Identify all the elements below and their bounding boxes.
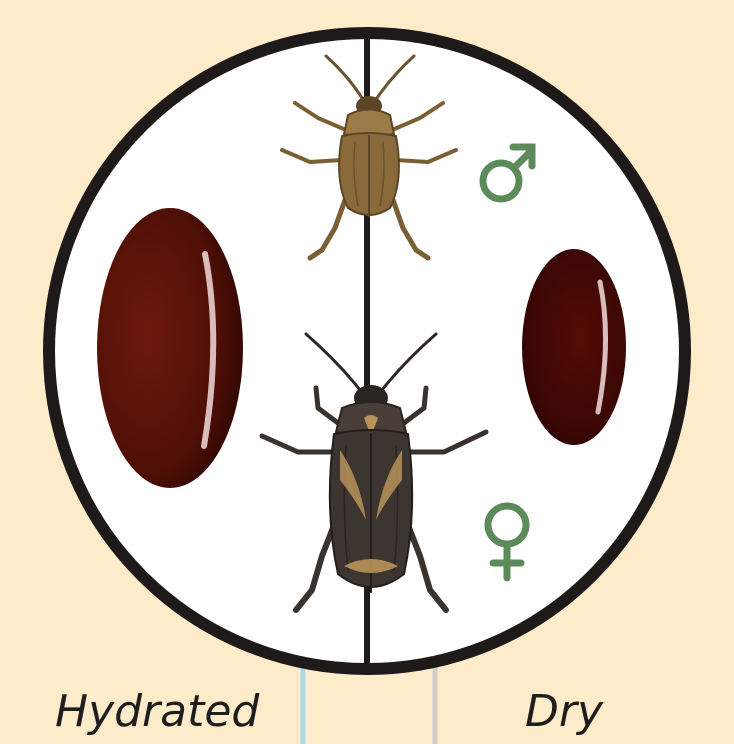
hydrated-seed [97, 208, 243, 488]
dry-label: Dry [525, 690, 603, 734]
dry-seed [522, 249, 626, 445]
hydrated-label: Hydrated [55, 690, 259, 734]
